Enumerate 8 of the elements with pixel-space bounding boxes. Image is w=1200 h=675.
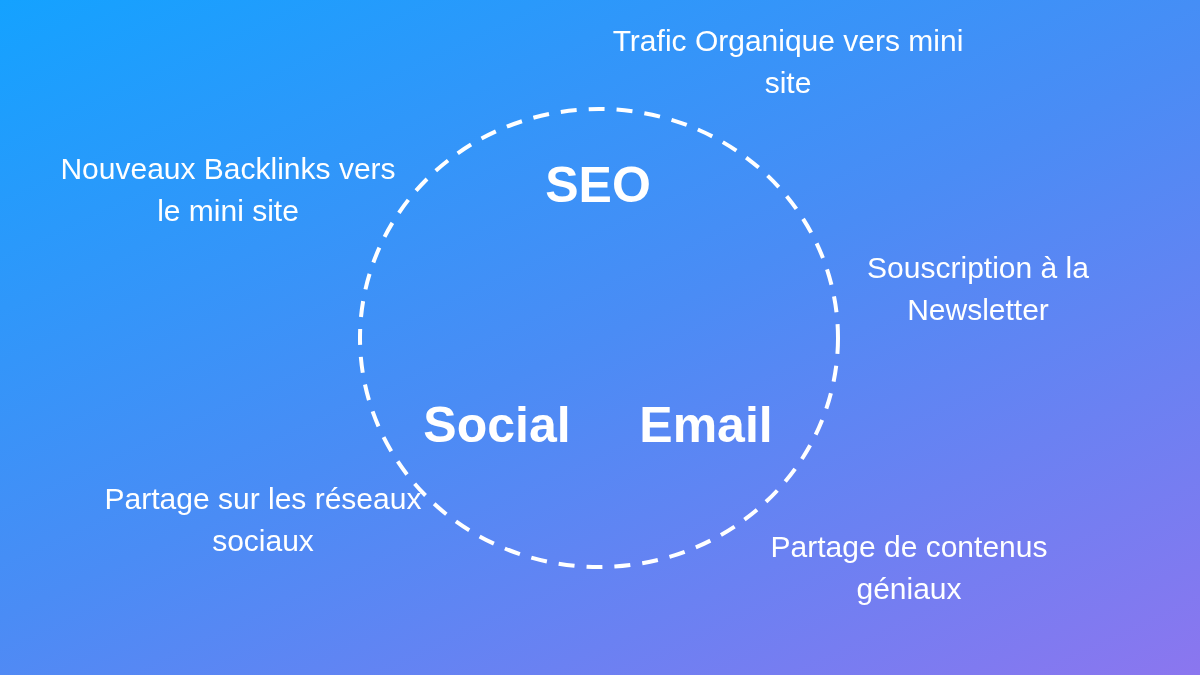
annotation-text: Partage sur les réseaux sociaux — [103, 481, 423, 559]
annotation-text: Nouveaux Backlinks vers le mini site — [59, 151, 397, 229]
annotation-text: Partage de contenus géniaux — [769, 529, 1049, 607]
circle-heading: SEO — [545, 157, 651, 213]
circle-label: Social — [423, 397, 571, 453]
annotation-text: Trafic Organique vers mini site — [611, 23, 965, 101]
annotation-text: Souscription à la Newsletter — [866, 250, 1090, 328]
circle-label: Email — [639, 397, 773, 453]
